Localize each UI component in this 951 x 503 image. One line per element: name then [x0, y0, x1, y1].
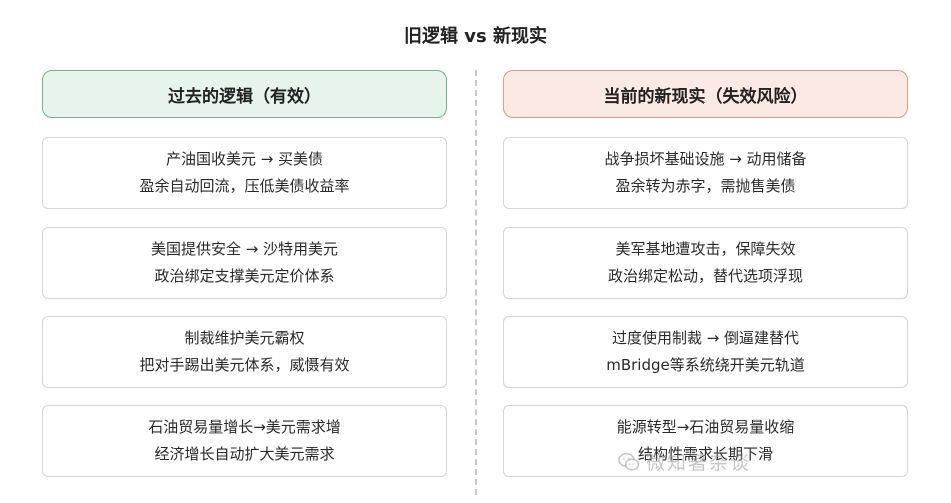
card-line-primary: 战争损坏基础设施 → 动用储备 [604, 150, 807, 168]
old-logic-card: 产油国收美元 → 买美债 盈余自动回流，压低美债收益率 [42, 137, 447, 209]
new-reality-card: 过度使用制裁 → 倒逼建替代 mBridge等系统绕开美元轨道 [503, 316, 908, 388]
old-logic-card: 制裁维护美元霸权 把对手踢出美元体系，威慑有效 [42, 316, 447, 388]
card-line-primary: 美军基地遭攻击，保障失效 [615, 240, 796, 258]
card-line-secondary: 盈余转为赤字，需抛售美债 [615, 177, 796, 195]
new-reality-column: 当前的新现实（失效风险） 战争损坏基础设施 → 动用储备 盈余转为赤字，需抛售美… [503, 70, 908, 477]
new-reality-card: 美军基地遭攻击，保障失效 政治绑定松动，替代选项浮现 [503, 227, 908, 299]
card-line-secondary: 结构性需求长期下滑 [637, 445, 773, 463]
card-line-primary: 石油贸易量增长→美元需求增 [148, 418, 341, 436]
card-line-secondary: 把对手踢出美元体系，威慑有效 [139, 356, 350, 374]
card-line-secondary: 政治绑定支撑美元定价体系 [154, 267, 335, 285]
card-line-secondary: 盈余自动回流，压低美债收益率 [139, 177, 350, 195]
column-divider [475, 70, 477, 495]
old-logic-header: 过去的逻辑（有效） [42, 70, 447, 118]
new-reality-card: 能源转型→石油贸易量收缩 结构性需求长期下滑 [503, 405, 908, 477]
diagram-title: 旧逻辑 vs 新现实 [404, 26, 547, 47]
old-logic-card: 美国提供安全 → 沙特用美元 政治绑定支撑美元定价体系 [42, 227, 447, 299]
old-logic-column: 过去的逻辑（有效） 产油国收美元 → 买美债 盈余自动回流，压低美债收益率 美国… [42, 70, 447, 477]
new-reality-card: 战争损坏基础设施 → 动用储备 盈余转为赤字，需抛售美债 [503, 137, 908, 209]
new-reality-header: 当前的新现实（失效风险） [503, 70, 908, 118]
card-line-secondary: 政治绑定松动，替代选项浮现 [607, 267, 803, 285]
card-line-primary: 制裁维护美元霸权 [184, 329, 305, 347]
card-line-primary: 美国提供安全 → 沙特用美元 [150, 240, 339, 258]
card-line-secondary: mBridge等系统绕开美元轨道 [606, 356, 805, 374]
old-logic-card: 石油贸易量增长→美元需求增 经济增长自动扩大美元需求 [42, 405, 447, 477]
card-line-primary: 产油国收美元 → 买美债 [165, 150, 324, 168]
card-line-secondary: 经济增长自动扩大美元需求 [154, 445, 335, 463]
card-line-primary: 能源转型→石油贸易量收缩 [616, 418, 795, 436]
card-line-primary: 过度使用制裁 → 倒逼建替代 [611, 329, 800, 347]
